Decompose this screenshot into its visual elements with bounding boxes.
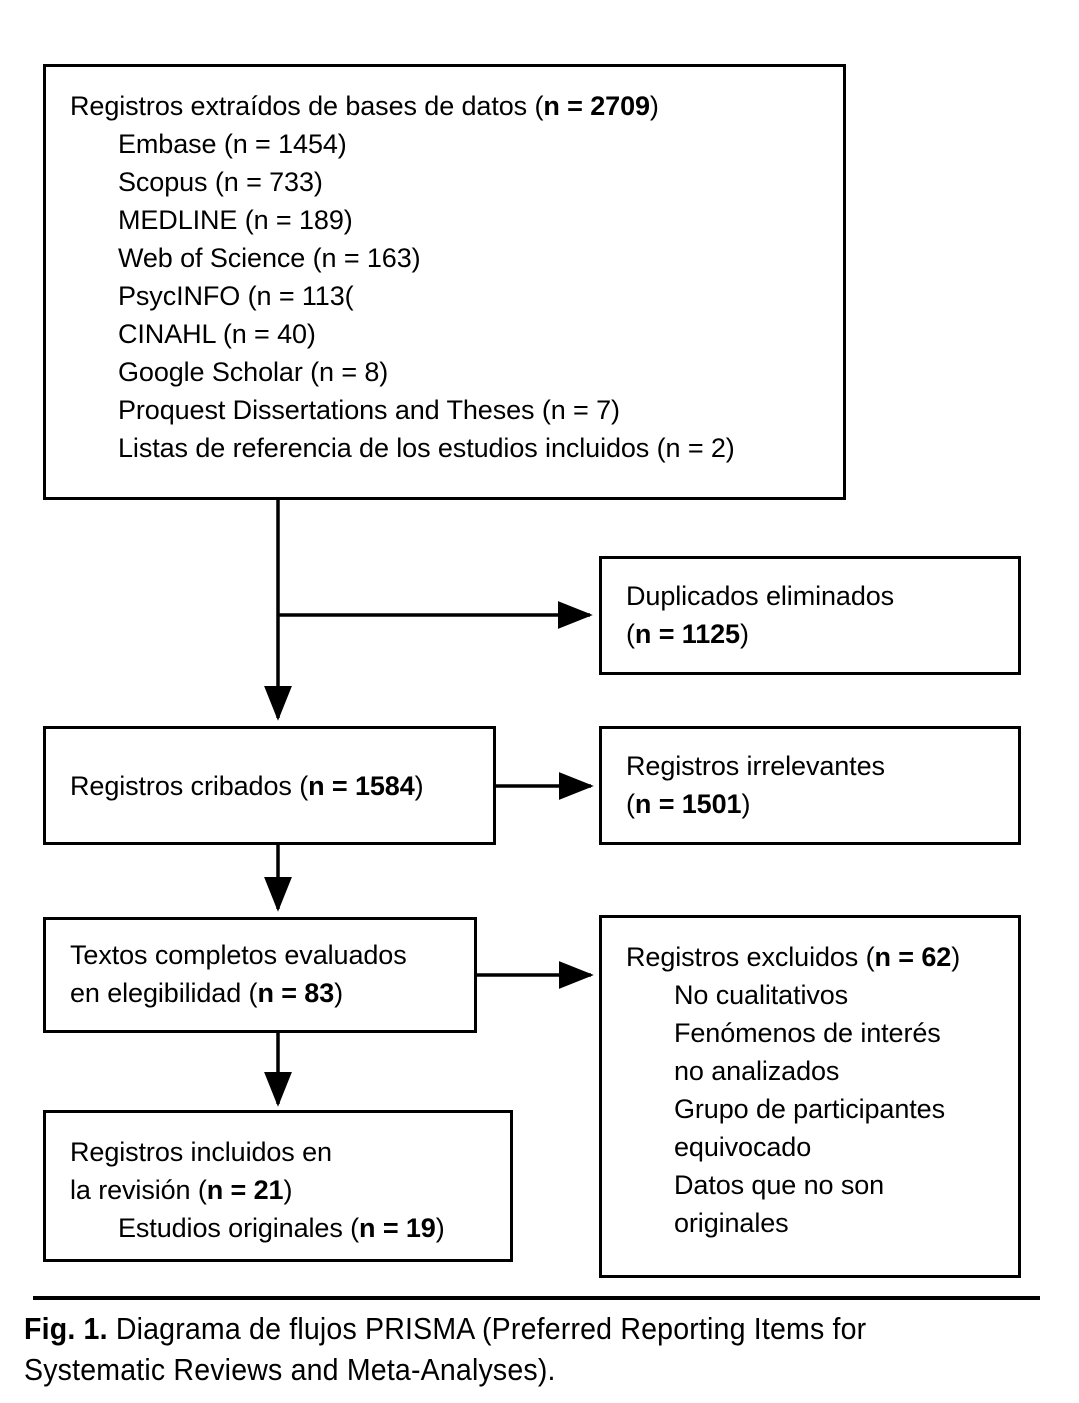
duplicates-line-1: Duplicados eliminados xyxy=(626,581,895,611)
screened-n-value: n = 1584 xyxy=(308,771,415,801)
box-records-identified: Registros extraídos de bases de datos (n… xyxy=(43,64,846,500)
identification-source-5: CINAHL (n = 40) xyxy=(118,319,316,349)
identification-source-6: Google Scholar (n = 8) xyxy=(118,357,389,387)
irrelevant-line-2: (n = 1501) xyxy=(626,785,750,823)
caption-divider-rule xyxy=(33,1296,1040,1300)
screened-line-1: Registros cribados (n = 1584) xyxy=(70,767,424,805)
irrelevant-n-value: n = 1501 xyxy=(634,789,742,819)
excluded-title: Registros excluidos (n = 62) xyxy=(626,938,960,976)
screened-suffix: ) xyxy=(414,771,424,801)
included-original-suffix: ) xyxy=(435,1213,445,1243)
included-line-3: Estudios originales (n = 19) xyxy=(70,1209,445,1247)
included-line-1: Registros incluidos en xyxy=(70,1137,332,1167)
identification-source-7: Proquest Dissertations and Theses (n = 7… xyxy=(118,395,620,425)
fulltext-line-2: en elegibilidad (n = 83) xyxy=(70,974,343,1012)
duplicates-n-suffix: ) xyxy=(739,619,749,649)
figure-caption: Fig. 1. Diagrama de flujos PRISMA (Prefe… xyxy=(24,1308,981,1390)
figure-caption-text: Diagrama de flujos PRISMA (Preferred Rep… xyxy=(24,1311,867,1387)
duplicates-n-value: n = 1125 xyxy=(634,619,740,649)
included-original-n: n = 19 xyxy=(359,1213,436,1243)
irrelevant-line-1: Registros irrelevantes xyxy=(626,751,885,781)
box-records-excluded: Registros excluidos (n = 62) No cualitat… xyxy=(599,915,1021,1278)
identification-source-3: Web of Science (n = 163) xyxy=(118,243,421,273)
excluded-reason-5: Datos que no son xyxy=(674,1170,885,1200)
box-duplicates-removed: Duplicados eliminados (n = 1125) xyxy=(599,556,1021,675)
included-n-prefix: la revisión ( xyxy=(70,1175,207,1205)
identification-source-0: Embase (n = 1454) xyxy=(118,129,347,159)
excluded-reason-4: equivocado xyxy=(674,1132,812,1162)
identification-source-4: PsycINFO (n = 113( xyxy=(118,281,354,311)
screened-prefix: Registros cribados ( xyxy=(70,771,309,801)
box-fulltext-assessed: Textos completos evaluados en elegibilid… xyxy=(43,917,477,1033)
identification-source-1: Scopus (n = 733) xyxy=(118,167,323,197)
excluded-title-prefix: Registros excluidos ( xyxy=(626,942,875,972)
box-records-included: Registros incluidos en la revisión (n = … xyxy=(43,1110,513,1262)
included-n-value: n = 21 xyxy=(206,1175,284,1205)
fulltext-line-1: Textos completos evaluados xyxy=(70,940,407,970)
box-records-screened: Registros cribados (n = 1584) xyxy=(43,726,496,845)
fulltext-n-value: n = 83 xyxy=(257,978,335,1008)
included-original-prefix: Estudios originales ( xyxy=(118,1213,360,1243)
irrelevant-n-prefix: ( xyxy=(626,789,635,819)
fulltext-n-suffix: ) xyxy=(334,978,344,1008)
irrelevant-n-suffix: ) xyxy=(741,789,751,819)
excluded-reason-1: Fenómenos de interés xyxy=(674,1018,941,1048)
included-n-suffix: ) xyxy=(283,1175,293,1205)
identification-source-2: MEDLINE (n = 189) xyxy=(118,205,353,235)
excluded-reason-3: Grupo de participantes xyxy=(674,1094,945,1124)
duplicates-line-2: (n = 1125) xyxy=(626,615,749,653)
excluded-title-suffix: ) xyxy=(951,942,961,972)
excluded-reason-0: No cualitativos xyxy=(674,980,849,1010)
excluded-reason-6: originales xyxy=(674,1208,789,1238)
box-records-irrelevant: Registros irrelevantes (n = 1501) xyxy=(599,726,1021,845)
identification-source-8: Listas de referencia de los estudios inc… xyxy=(118,433,735,463)
identification-title: Registros extraídos de bases de datos (n… xyxy=(70,87,659,125)
identification-title-prefix: Registros extraídos de bases de datos ( xyxy=(70,91,544,121)
included-line-2: la revisión (n = 21) xyxy=(70,1171,292,1209)
identification-title-n: n = 2709 xyxy=(543,91,650,121)
excluded-reason-2: no analizados xyxy=(674,1056,840,1086)
excluded-title-n: n = 62 xyxy=(874,942,952,972)
identification-title-suffix: ) xyxy=(649,91,659,121)
figure-number-label: Fig. 1. xyxy=(24,1311,108,1346)
duplicates-n-prefix: ( xyxy=(626,619,635,649)
fulltext-n-prefix: en elegibilidad ( xyxy=(70,978,258,1008)
